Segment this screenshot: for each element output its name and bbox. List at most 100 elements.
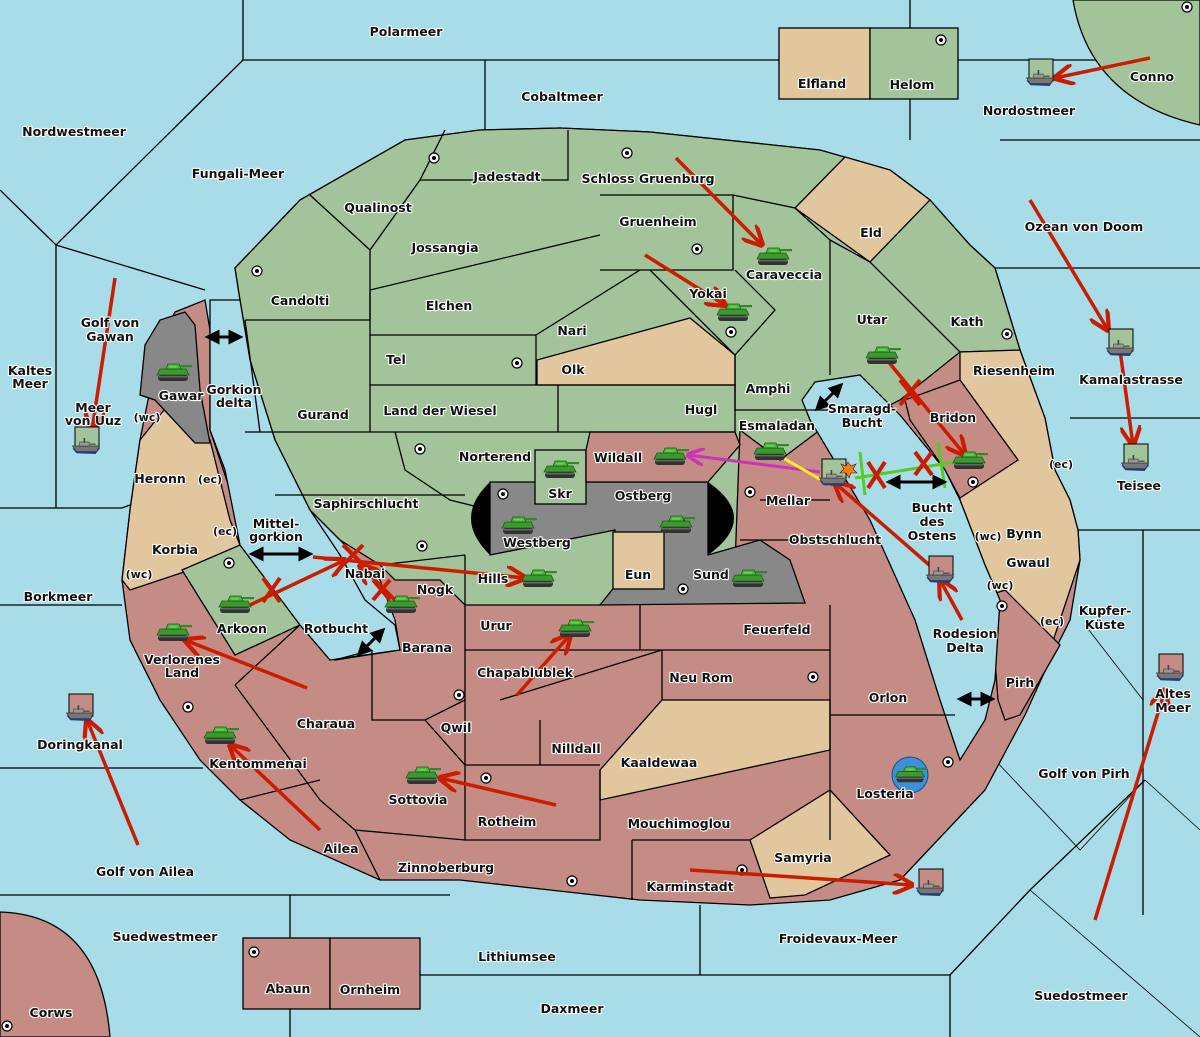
fleet-bucht-des-ostens[interactable] — [926, 555, 954, 584]
label-charaua: Charaua — [297, 716, 355, 731]
province-eld[interactable] — [794, 156, 931, 263]
label-nabai: Nabai — [345, 566, 386, 581]
supply-center-icon — [1181, 1, 1193, 13]
label-elfland: Elfland — [798, 76, 846, 91]
fleet-nordostmeer[interactable] — [1026, 58, 1054, 87]
supply-center-icon — [511, 357, 523, 369]
label-bynn-ec: (ec) — [1049, 458, 1073, 471]
label-suedwestmeer: Suedwestmeer — [113, 929, 219, 944]
label-golf-von-gawan-1: Golf von — [81, 315, 140, 330]
label-land-der-wiesel: Land der Wiesel — [383, 403, 496, 418]
label-esmaladan: Esmaladan — [739, 418, 815, 433]
order-arrow-utar-bridon — [885, 358, 965, 455]
province-elfland[interactable] — [778, 27, 871, 100]
order-arrow-ailea-kentommenai — [230, 745, 322, 832]
label-meer-von-uuz-2: von Uuz — [65, 413, 121, 428]
supply-center-icon — [935, 34, 947, 46]
label-mouchimoglou: Mouchimoglou — [628, 816, 731, 831]
label-arkoon: Arkoon — [217, 621, 267, 636]
supply-center-icon — [996, 600, 1008, 612]
label-golf-von-pirh: Golf von Pirh — [1038, 766, 1129, 781]
label-schloss-gruenburg: Schloss Gruenburg — [581, 171, 714, 186]
supply-center-icon — [182, 701, 194, 713]
label-bucht-des-ostens-2: des — [920, 514, 945, 529]
label-suedostmeer: Suedostmeer — [1034, 988, 1128, 1003]
label-gorkion-delta-2: delta — [216, 395, 252, 410]
fleet-meer-von-uuz[interactable] — [72, 426, 100, 455]
label-elchen: Elchen — [426, 298, 473, 313]
label-ailea: Ailea — [323, 841, 358, 856]
supply-center-icon — [248, 946, 260, 958]
label-caraveccia: Caraveccia — [746, 267, 822, 282]
fleet-teisee[interactable] — [1121, 443, 1149, 472]
order-convoy-magenta — [688, 455, 821, 474]
fleet-altes-meer[interactable] — [1156, 653, 1184, 682]
label-tel: Tel — [386, 352, 406, 367]
label-amphi: Amphi — [746, 381, 791, 396]
supply-center-icon — [453, 689, 465, 701]
fail-x-arkoon — [261, 576, 282, 604]
label-qualinost: Qualinost — [344, 200, 411, 215]
order-arrow-doom-kamalastrasse — [1028, 199, 1108, 330]
label-zinnoberburg: Zinnoberburg — [398, 860, 494, 875]
label-urur: Urur — [480, 618, 512, 633]
order-arrow-kamalastrasse-teisee — [1118, 349, 1133, 445]
fail-x-nogk — [371, 578, 392, 602]
supply-center-icon — [416, 540, 428, 552]
order-arrow-ailea-doringkanal — [87, 720, 140, 846]
labels-layer: PolarmeerCobaltmeerNordwestmeerFungali-M… — [7, 23, 1193, 1021]
supply-center-icon — [414, 443, 426, 455]
order-support-green — [854, 458, 969, 480]
supply-center-icon — [497, 488, 509, 500]
label-kaaldewaa: Kaaldewaa — [621, 755, 698, 770]
sea-gorkion-rotbucht[interactable] — [209, 299, 401, 661]
label-samyria: Samyria — [774, 850, 832, 865]
supply-center-icon — [480, 772, 492, 784]
fleet-kamalastrasse[interactable] — [1106, 328, 1134, 357]
label-bynn-wc: (wc) — [975, 530, 1002, 543]
province-ornheim[interactable] — [329, 937, 421, 1010]
label-losteria: Losteria — [856, 786, 913, 801]
label-abaun: Abaun — [266, 981, 311, 996]
army-losteria-dislodged[interactable] — [891, 756, 929, 794]
double-arrow-rotbucht — [356, 627, 386, 657]
label-eld: Eld — [860, 225, 882, 240]
label-daxmeer: Daxmeer — [540, 1001, 604, 1016]
label-wildall: Wildall — [594, 450, 642, 465]
label-olk: Olk — [561, 362, 585, 377]
label-nilldall: Nilldall — [551, 741, 600, 756]
supply-center-icon — [1001, 328, 1013, 340]
province-eun[interactable] — [612, 531, 665, 590]
label-kamalastrasse: Kamalastrasse — [1079, 372, 1183, 387]
label-heronn: Heronn — [134, 471, 186, 486]
supply-center-icon — [725, 326, 737, 338]
adjacency-arrows — [204, 329, 996, 707]
label-bridon: Bridon — [930, 410, 976, 425]
province-pirh[interactable] — [989, 589, 1061, 721]
label-bucht-des-ostens-3: Ostens — [908, 528, 957, 543]
label-bucht-des-ostens-1: Bucht — [912, 500, 953, 515]
fail-x-smaragd — [866, 460, 887, 490]
label-westberg: Westberg — [503, 535, 571, 550]
label-helom: Helom — [890, 77, 935, 92]
label-verlorenes-land-2: Land — [165, 665, 199, 680]
supply-center-icon — [223, 557, 235, 569]
impassable-west-cap — [471, 482, 490, 555]
fleet-froidevaux-meer[interactable] — [916, 868, 944, 897]
label-mittel-gorkion-2: gorkion — [249, 529, 303, 544]
label-skr: Skr — [548, 486, 572, 501]
province-corws[interactable] — [0, 911, 111, 1037]
impassable-east-cap — [708, 482, 734, 555]
province-samyria[interactable] — [749, 789, 892, 899]
supply-center-icon — [621, 147, 633, 159]
label-heronn-ec: (ec) — [198, 473, 222, 486]
label-rotheim: Rotheim — [478, 814, 537, 829]
fleet-doringkanal[interactable] — [66, 693, 94, 722]
label-rodesion-delta-2: Delta — [946, 640, 984, 655]
supply-center-icon — [807, 671, 819, 683]
label-gawar-wc: (wc) — [134, 411, 161, 424]
supply-center-icon — [1, 1020, 13, 1032]
label-pirh: Pirh — [1006, 675, 1035, 690]
label-hugl: Hugl — [685, 402, 718, 417]
